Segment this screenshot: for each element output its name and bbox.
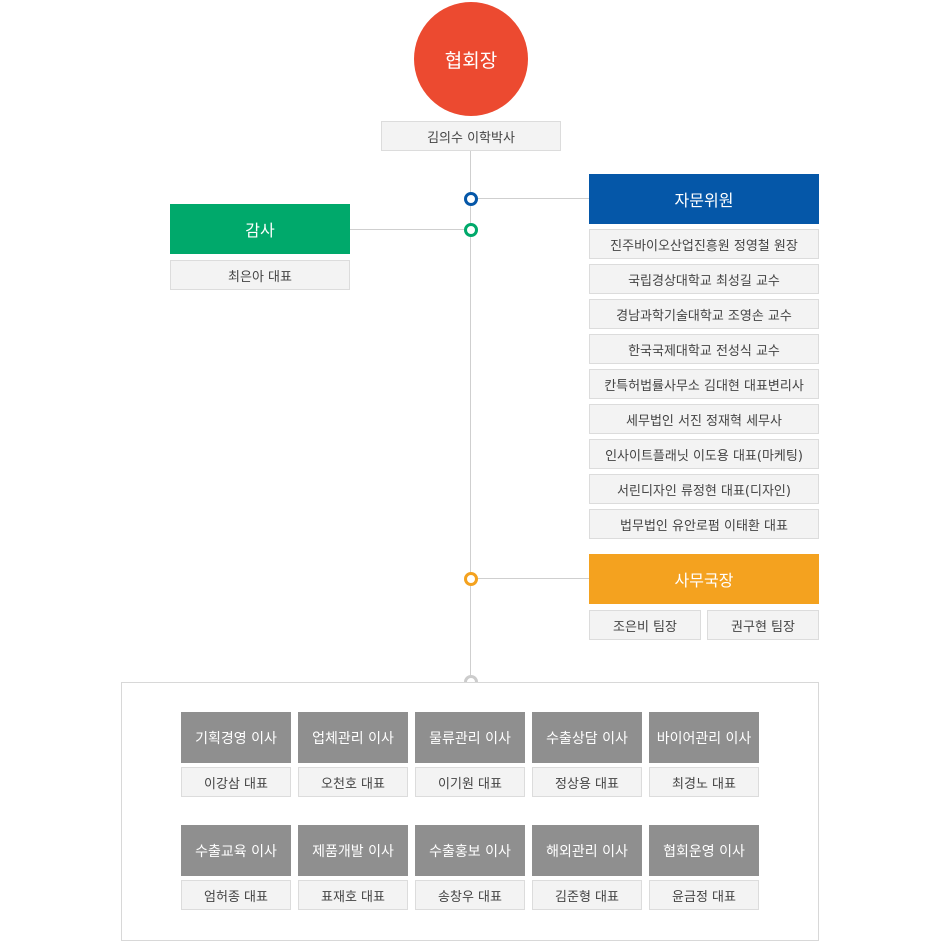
director-title: 제품개발 이사	[298, 825, 408, 876]
main-vertical-line	[470, 151, 471, 682]
advisory-member: 한국국제대학교 전성식 교수	[589, 334, 819, 364]
director-name: 송창우 대표	[415, 880, 525, 910]
director-title: 해외관리 이사	[532, 825, 642, 876]
director-name-label: 이기원 대표	[438, 776, 502, 792]
director-name-label: 김준형 대표	[555, 889, 619, 905]
director-title-label: 바이어관리 이사	[656, 730, 752, 747]
director-name: 정상용 대표	[532, 767, 642, 797]
auditor-name: 최은아 대표	[228, 269, 292, 285]
director-title-label: 제품개발 이사	[312, 843, 394, 860]
director-name: 엄허종 대표	[181, 880, 291, 910]
advisory-member-label: 한국국제대학교 전성식 교수	[628, 343, 780, 359]
advisory-header: 자문위원	[589, 174, 819, 224]
director-title-label: 물류관리 이사	[429, 730, 511, 747]
secretariat-member-label: 권구현 팀장	[731, 619, 795, 635]
advisory-member: 진주바이오산업진흥원 정영철 원장	[589, 229, 819, 259]
advisory-member-label: 인사이트플래닛 이도용 대표(마케팅)	[605, 448, 803, 464]
secretariat-member-label: 조은비 팀장	[613, 619, 677, 635]
director-title-label: 업체관리 이사	[312, 730, 394, 747]
director-name-label: 송창우 대표	[438, 889, 502, 905]
director-name: 최경노 대표	[649, 767, 759, 797]
director-title: 수출교육 이사	[181, 825, 291, 876]
director-name: 이강삼 대표	[181, 767, 291, 797]
auditor-connector-line	[350, 229, 470, 230]
director-name: 윤금정 대표	[649, 880, 759, 910]
secretariat-junction-dot	[464, 572, 478, 586]
advisory-member: 경남과학기술대학교 조영손 교수	[589, 299, 819, 329]
advisory-member-label: 세무법인 서진 정재혁 세무사	[626, 413, 782, 429]
president-name: 김의수 이학박사	[427, 130, 515, 146]
director-name: 표재호 대표	[298, 880, 408, 910]
director-name-label: 오천호 대표	[321, 776, 385, 792]
director-title-label: 수출홍보 이사	[429, 843, 511, 860]
advisory-junction-dot	[464, 192, 478, 206]
director-title: 업체관리 이사	[298, 712, 408, 763]
advisory-member: 국립경상대학교 최성길 교수	[589, 264, 819, 294]
advisory-member-label: 칸특허법률사무소 김대현 대표변리사	[604, 378, 804, 394]
advisory-member-label: 국립경상대학교 최성길 교수	[628, 273, 780, 289]
director-title-label: 수출교육 이사	[195, 843, 277, 860]
auditor-header: 감사	[170, 204, 350, 254]
advisory-member: 칸특허법률사무소 김대현 대표변리사	[589, 369, 819, 399]
secretariat-connector-line	[470, 578, 589, 579]
advisory-member-label: 경남과학기술대학교 조영손 교수	[616, 308, 792, 324]
director-title-label: 기획경영 이사	[195, 730, 277, 747]
director-name-label: 표재호 대표	[321, 889, 385, 905]
director-title-label: 협회운영 이사	[663, 843, 745, 860]
director-title-label: 수출상담 이사	[546, 730, 628, 747]
director-name-label: 정상용 대표	[555, 776, 619, 792]
director-name-label: 윤금정 대표	[672, 889, 736, 905]
auditor-junction-dot	[464, 223, 478, 237]
director-title: 바이어관리 이사	[649, 712, 759, 763]
secretariat-member: 조은비 팀장	[589, 610, 701, 640]
director-title: 협회운영 이사	[649, 825, 759, 876]
director-title-label: 해외관리 이사	[546, 843, 628, 860]
director-name: 오천호 대표	[298, 767, 408, 797]
secretariat-member: 권구현 팀장	[707, 610, 819, 640]
director-title: 수출홍보 이사	[415, 825, 525, 876]
advisory-member-label: 서린디자인 류정현 대표(디자인)	[617, 483, 791, 499]
advisory-member: 세무법인 서진 정재혁 세무사	[589, 404, 819, 434]
president-title: 협회장	[444, 49, 498, 72]
advisory-member-label: 진주바이오산업진흥원 정영철 원장	[610, 238, 798, 254]
advisory-title: 자문위원	[674, 191, 734, 210]
advisory-member-label: 법무법인 유안로펌 이태환 대표	[620, 518, 788, 534]
director-name: 이기원 대표	[415, 767, 525, 797]
director-name: 김준형 대표	[532, 880, 642, 910]
director-name-label: 최경노 대표	[672, 776, 736, 792]
auditor-title: 감사	[245, 221, 275, 240]
director-title: 물류관리 이사	[415, 712, 525, 763]
director-title: 수출상담 이사	[532, 712, 642, 763]
advisory-member: 법무법인 유안로펌 이태환 대표	[589, 509, 819, 539]
auditor-name-box: 최은아 대표	[170, 260, 350, 290]
advisory-member: 서린디자인 류정현 대표(디자인)	[589, 474, 819, 504]
director-name-label: 이강삼 대표	[204, 776, 268, 792]
advisory-member: 인사이트플래닛 이도용 대표(마케팅)	[589, 439, 819, 469]
director-title: 기획경영 이사	[181, 712, 291, 763]
advisory-connector-line	[470, 198, 589, 199]
president-circle: 협회장	[414, 2, 528, 116]
director-name-label: 엄허종 대표	[204, 889, 268, 905]
secretariat-title: 사무국장	[674, 571, 734, 590]
president-name-box: 김의수 이학박사	[381, 121, 561, 151]
secretariat-header: 사무국장	[589, 554, 819, 604]
